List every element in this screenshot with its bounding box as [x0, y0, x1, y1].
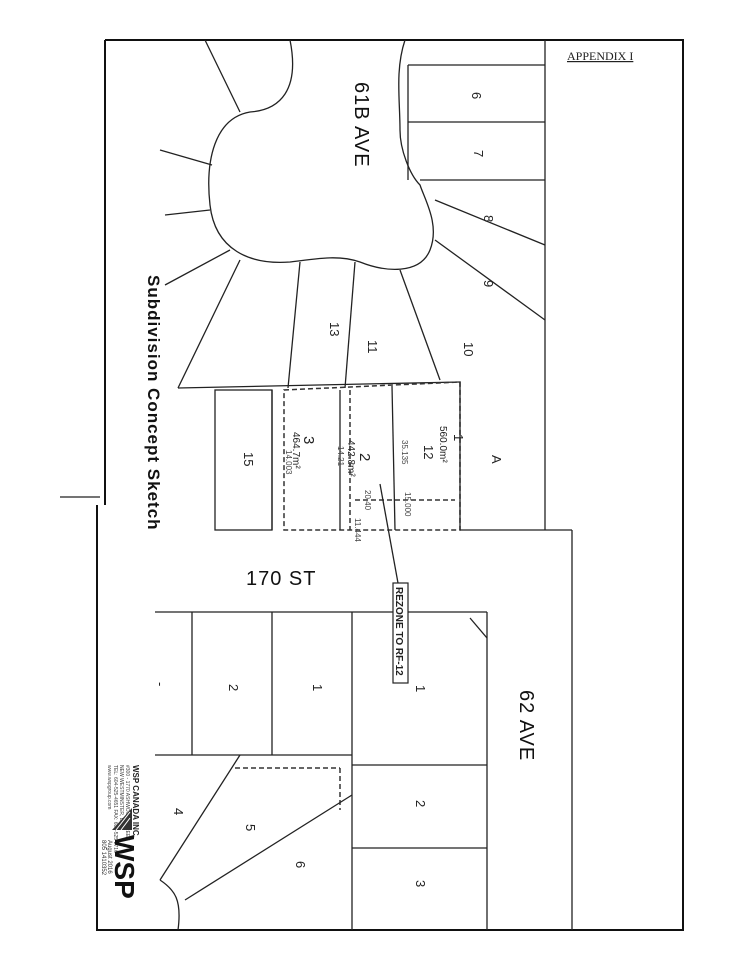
lot-number: 6: [469, 92, 484, 99]
lot-number: 3: [413, 880, 428, 887]
lot-number: 4: [171, 808, 186, 815]
dimension: 15.000: [403, 492, 412, 517]
rezone-label: REZONE TO RF-12: [393, 587, 404, 676]
sketch-date: August 2016: [106, 840, 112, 874]
company-name: WSP CANADA INC.: [131, 765, 140, 838]
lot-number: 11: [365, 340, 380, 354]
road-170-st: 170 ST: [246, 568, 316, 590]
company-address: NEW WESTMINSTER, B.C.: [118, 765, 124, 828]
project-number: 805 1410352: [100, 840, 106, 876]
lot-number: 1: [413, 685, 428, 692]
subject-lot-1: 1: [451, 434, 466, 441]
sketch-title: Subdivision Concept Sketch: [144, 275, 163, 531]
page-frame: [96, 39, 684, 931]
subject-lot-2-area: 442.8m²: [345, 440, 356, 477]
lot-number: 5: [243, 824, 258, 831]
lot-number: 7: [471, 150, 486, 157]
wsp-logo-text: WSP: [109, 835, 140, 899]
dimension: 20.40: [363, 490, 372, 511]
company-phone: TEL: 604-525-4651 FAX: 604-525-2716: [112, 765, 118, 853]
lot-number: 13: [327, 322, 342, 336]
cul-de-sac-61b-ave: [208, 39, 434, 270]
lot-number: -: [153, 682, 168, 686]
subject-lot-3: 3: [300, 436, 317, 444]
dimension: 35.135: [400, 440, 409, 465]
lot-number: 2: [226, 684, 241, 691]
subject-lot-3-area: 464.7m²: [290, 432, 301, 469]
dimension: 11.444: [353, 518, 362, 542]
dimension: 14.21: [336, 446, 345, 467]
road-61b-ave: 61B AVE: [350, 82, 372, 168]
subject-lot-2: 2: [356, 453, 373, 461]
lot-number: 10: [461, 342, 476, 356]
subject-lot-1-area: 560.0m²: [437, 426, 448, 463]
lot-number: 9: [481, 280, 496, 287]
lot-number: 8: [481, 215, 496, 222]
appendix-label: APPENDIX I: [567, 49, 633, 63]
lot-number: 6: [293, 861, 308, 868]
company-address: #300 - 1770 ASHWOOD STREET: [124, 765, 130, 840]
lot-number: 1: [310, 684, 325, 691]
wsp-title-block: WSP CANADA INC. #300 - 1770 ASHWOOD STRE…: [100, 765, 140, 899]
company-website: www.wspgroup.com: [106, 765, 112, 809]
lot-number: 15: [241, 452, 256, 466]
rezone-callout: REZONE TO RF-12: [392, 582, 409, 684]
lot-number: 2: [413, 800, 428, 807]
wsp-logo-icon: [112, 808, 132, 831]
road-62-ave: 62 AVE: [515, 690, 537, 761]
lot-number: A: [489, 455, 504, 464]
lot-12: 12: [421, 445, 436, 459]
dimension: 14.003: [284, 450, 293, 475]
